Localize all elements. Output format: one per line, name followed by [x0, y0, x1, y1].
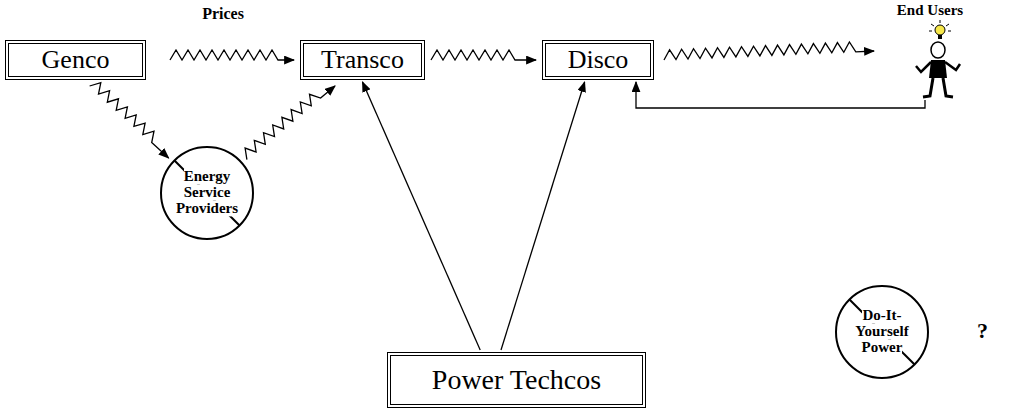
- user-node: End Users: [880, 2, 980, 100]
- circle-label-wrap: Energy Service Providers: [164, 169, 250, 216]
- flow-arrow: [664, 42, 874, 60]
- flow-arrow: [170, 50, 294, 60]
- circle-label-wrap: Do-It-Yourself Power: [839, 308, 925, 355]
- crossed-circle: Do-It-Yourself Power: [834, 284, 930, 380]
- entity-box: Power Techcos: [387, 352, 646, 408]
- circle-label: Do-It-Yourself Power: [855, 307, 908, 355]
- light-bulb: [929, 20, 951, 39]
- entity-box: Transco: [300, 40, 425, 80]
- node-heading: End Users: [897, 2, 963, 19]
- box-label: Disco: [568, 45, 629, 75]
- edge-label: Prices: [200, 5, 246, 23]
- flow-arrow: [363, 82, 481, 350]
- circle-label: Energy Service Providers: [176, 168, 238, 216]
- flow-arrow: [245, 86, 335, 160]
- box-label: Transco: [321, 45, 404, 75]
- flow-arrow: [636, 82, 925, 108]
- flow-arrow: [90, 83, 169, 158]
- box-label: Genco: [42, 45, 110, 75]
- entity-box: Disco: [542, 40, 654, 80]
- crossed-circle: Energy Service Providers: [159, 145, 255, 241]
- note-label: ?: [975, 318, 990, 344]
- flow-arrow: [501, 82, 585, 350]
- flow-arrow: [431, 50, 536, 60]
- entity-box: Genco: [5, 40, 146, 80]
- box-label: Power Techcos: [432, 364, 601, 396]
- person: [916, 42, 960, 97]
